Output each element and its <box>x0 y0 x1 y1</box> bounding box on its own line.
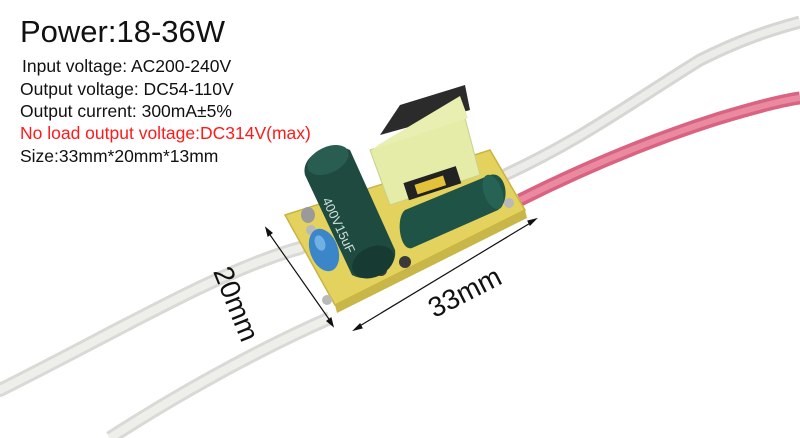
dimension-arrow-20mm <box>264 226 335 328</box>
size-spec: Size:33mm*20mm*13mm <box>20 146 219 166</box>
electrolytic-capacitor-small <box>399 174 506 249</box>
no-load-voltage-spec: No load output voltage:DC314V(max) <box>20 123 311 143</box>
input-voltage-spec: Input voltage: AC200-240V <box>22 56 232 76</box>
output-voltage-spec: Output voltage: DC54-110V <box>20 79 234 99</box>
dimension-arrow-33mm <box>352 217 538 332</box>
transformer-core <box>380 85 470 135</box>
output-current-spec: Output current: 300mA±5% <box>20 101 232 121</box>
power-title: Power:18-36W <box>20 14 226 49</box>
